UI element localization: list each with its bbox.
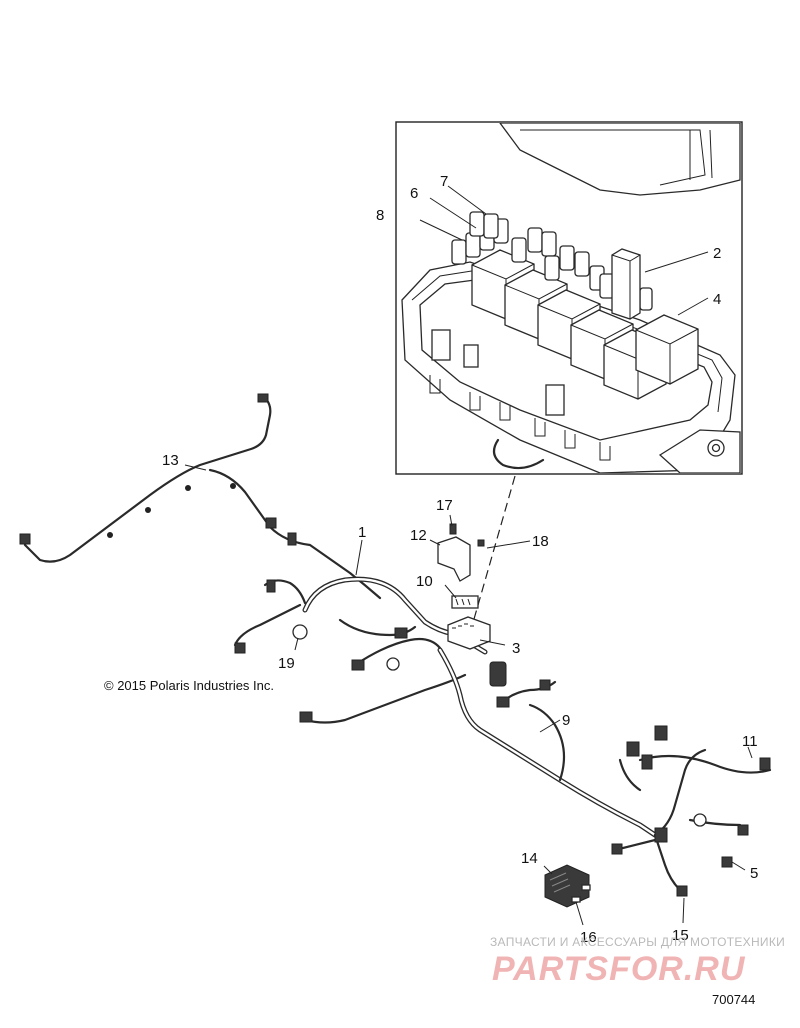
- callout-10: 10: [416, 573, 433, 590]
- fuse-row: [451, 211, 653, 311]
- leader-lines: [184, 185, 753, 926]
- callout-12: 12: [410, 527, 427, 544]
- harness-clip: [721, 856, 733, 868]
- voltage-regulator: [544, 864, 591, 908]
- callout-6: 6: [410, 185, 418, 202]
- callout-1: 1: [358, 524, 366, 541]
- harness-fuse-box: [447, 616, 491, 650]
- callout-5: 5: [750, 865, 758, 882]
- callout-17: 17: [436, 497, 453, 514]
- callout-19: 19: [278, 655, 295, 672]
- callout-9: 9: [562, 712, 570, 729]
- harness-1: [233, 576, 488, 724]
- diagram-number: 700744: [712, 992, 755, 1007]
- callout-13: 13: [162, 452, 179, 469]
- callout-4: 4: [713, 291, 721, 308]
- callout-15: 15: [672, 927, 689, 944]
- callout-7: 7: [440, 173, 448, 190]
- callout-11: 11: [742, 733, 758, 750]
- harness-13: [19, 393, 382, 600]
- detail-reference-line: [467, 475, 516, 641]
- callout-8: 8: [376, 207, 384, 224]
- callout-2: 2: [713, 245, 721, 262]
- callout-18: 18: [532, 533, 549, 550]
- relay-group: [471, 249, 699, 400]
- callout-3: 3: [512, 640, 520, 657]
- callout-14: 14: [521, 850, 538, 867]
- watermark-tagline: ЗАПЧАСТИ И АКСЕССУАРЫ ДЛЯ МОТОТЕХНИКИ: [490, 935, 785, 949]
- copyright-notice: © 2015 Polaris Industries Inc.: [104, 678, 274, 693]
- callout-16: 16: [580, 929, 597, 946]
- callout-labels: 8 6 7 2 4 13 1 17 12 18 10 3 19 9 11 5 1…: [162, 173, 758, 946]
- bracket-assembly: [437, 523, 485, 609]
- fuse-box-detail-inset: [395, 121, 743, 475]
- main-trunk-harness: [437, 647, 772, 897]
- watermark-logo: PARTSFOR.RU: [492, 950, 746, 988]
- maxi-fuse: [611, 248, 641, 320]
